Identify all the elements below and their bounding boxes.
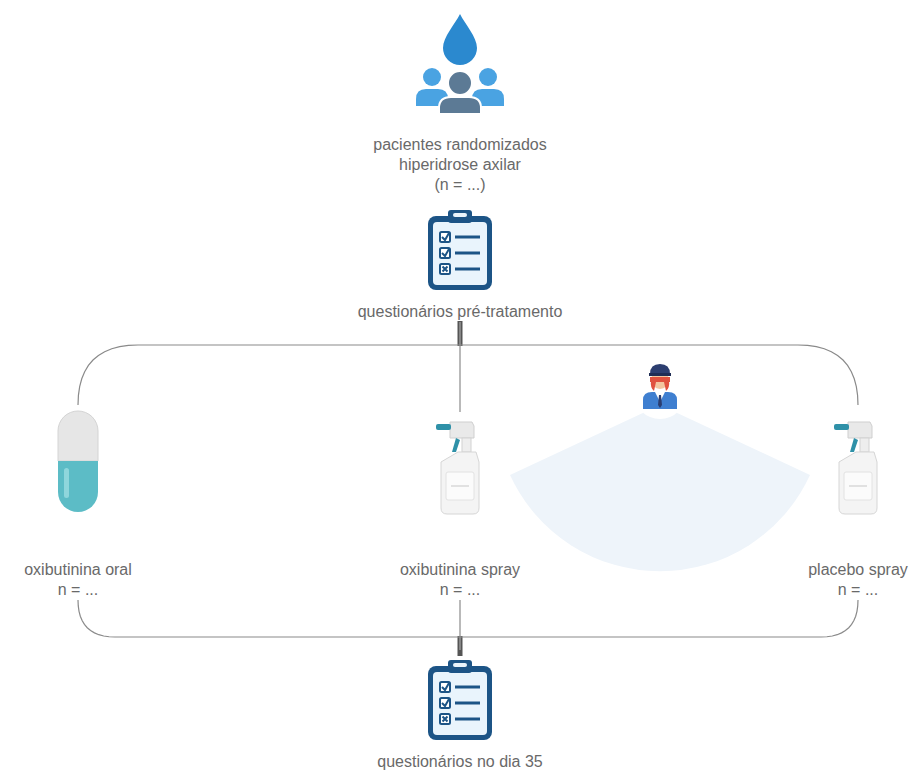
group-label: pacientes randomizados hiperidrose axila… — [360, 135, 560, 195]
step-label: questionários pré-tratamento — [354, 302, 567, 322]
arm-label: placebo sprayn = ... — [804, 405, 912, 600]
flow-connector — [460, 600, 858, 650]
node-text: questionários pré-tratamento — [356, 302, 565, 322]
flow-connector — [78, 322, 460, 405]
node-text: (n = ...) — [362, 175, 558, 195]
node-text: pacientes randomizados hiperidrose axila… — [362, 135, 558, 175]
flow-connector — [460, 322, 858, 405]
node-text: questionários no dia 35 — [375, 752, 545, 772]
arm-label: oxibutinina sprayn = ... — [396, 412, 525, 600]
icon-space — [22, 405, 134, 560]
node-text: placebo spray — [806, 560, 910, 580]
icon-space — [806, 405, 910, 560]
node-text: n = ... — [806, 580, 910, 600]
step-label: questionários no dia 35 — [373, 650, 547, 772]
node-text: n = ... — [398, 580, 523, 600]
icon-space — [398, 412, 523, 560]
node-text: oxibutinina spray — [398, 560, 523, 580]
flow-connector — [78, 600, 460, 650]
arm-label: oxibutinina oraln = ... — [20, 405, 136, 600]
node-text: n = ... — [22, 580, 134, 600]
node-text: oxibutinina oral — [22, 560, 134, 580]
icon-space — [375, 650, 545, 752]
